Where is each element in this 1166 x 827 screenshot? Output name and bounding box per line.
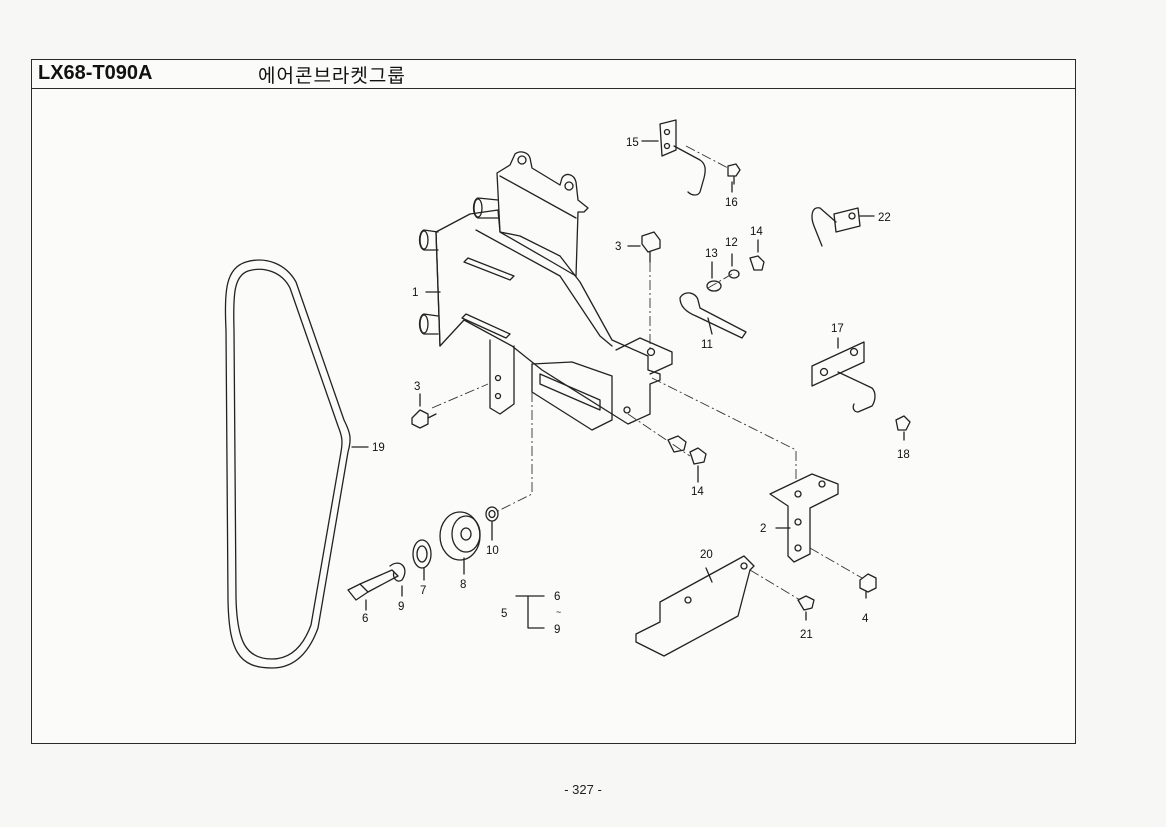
v-belt [224, 259, 351, 669]
callout-3a: 3 [615, 241, 621, 253]
callout-3b: 3 [414, 381, 420, 393]
callout-18: 18 [897, 449, 910, 461]
main-bracket [418, 151, 673, 431]
callout-22: 22 [878, 212, 891, 224]
callout-6b: 6 [554, 591, 560, 603]
callout-19: 19 [372, 442, 385, 454]
page-number: - 327 - [564, 782, 602, 797]
callout-15: 15 [626, 137, 639, 149]
callout-8: 8 [460, 579, 466, 591]
range-separator: ~ [556, 607, 561, 617]
callout-7: 7 [420, 585, 426, 597]
callout-16: 16 [725, 197, 738, 209]
callout-1: 1 [412, 287, 418, 299]
callout-9b: 9 [554, 624, 560, 636]
hook-bracket-17 [811, 341, 876, 413]
small-bracket [769, 473, 839, 563]
hook-bracket-15 [659, 119, 706, 196]
callout-14a: 14 [750, 226, 763, 238]
callout-10: 10 [486, 545, 499, 557]
callout-5: 5 [501, 608, 507, 620]
model-code: LX68-T090A [38, 62, 153, 84]
callout-13: 13 [705, 248, 718, 260]
callout-21: 21 [800, 629, 813, 641]
callout-14b: 14 [691, 486, 704, 498]
callout-12: 12 [725, 237, 738, 249]
callout-9a: 9 [398, 601, 404, 613]
callout-17: 17 [831, 323, 844, 335]
callout-2: 2 [760, 523, 766, 535]
callout-6a: 6 [362, 613, 368, 625]
leader-lines [351, 140, 905, 629]
fasteners [411, 163, 911, 611]
cover-plate [635, 555, 755, 657]
callout-20: 20 [700, 549, 713, 561]
callout-4: 4 [862, 613, 869, 625]
title-bar: LX68-T090A 에어콘브라켓그룹 [32, 60, 1075, 89]
idler-pulley-assembly [347, 506, 499, 601]
callout-11: 11 [701, 339, 713, 351]
group-name: 에어콘브라켓그룹 [258, 65, 406, 87]
page-frame: LX68-T090A 에어콘브라켓그룹 [31, 59, 1076, 744]
hook-bracket-22 [811, 207, 861, 247]
